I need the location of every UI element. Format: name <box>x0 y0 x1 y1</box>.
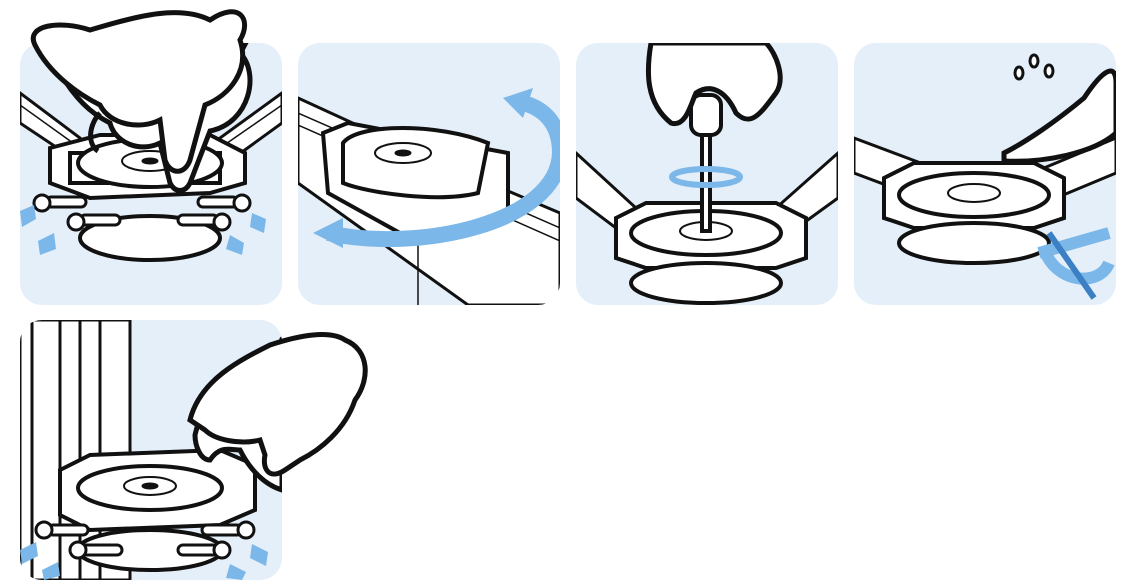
step-panel-4 <box>854 43 1116 305</box>
step-5-illustration <box>20 320 282 580</box>
step-3-illustration <box>576 43 838 305</box>
step-panel-5 <box>20 320 282 580</box>
step-panel-3 <box>576 43 838 305</box>
step-panel-1 <box>20 43 282 305</box>
step-2-illustration <box>298 43 560 305</box>
step-4-illustration <box>854 43 1116 305</box>
step-1-illustration <box>20 43 282 305</box>
water-drops-icon <box>1015 55 1053 79</box>
step-panel-2 <box>298 43 560 305</box>
disc-icon <box>343 128 488 197</box>
